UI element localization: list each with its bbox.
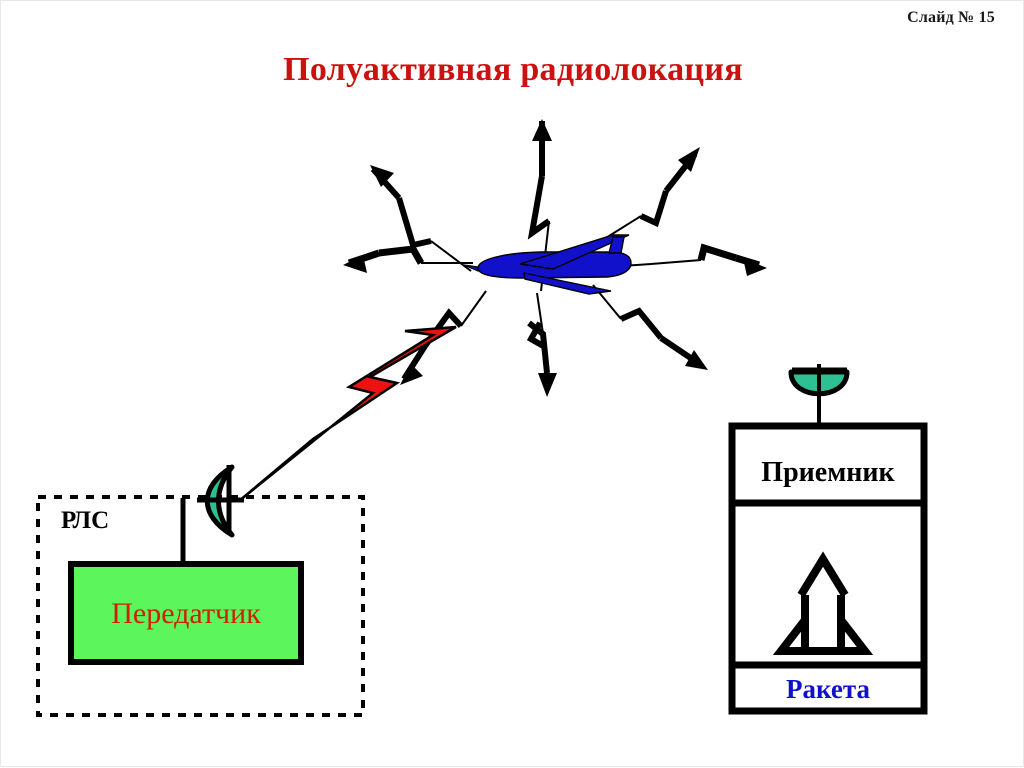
scattered-ray-arrow <box>600 147 700 242</box>
missile-unit-group: Приемник Ракета <box>728 364 928 715</box>
scattered-ray-arrow <box>370 165 472 272</box>
receiver-label: Приемник <box>761 457 895 488</box>
receiver-dish-antenna-icon <box>788 364 850 426</box>
transmitter-label: Передатчик <box>111 597 261 630</box>
scattered-ray-arrow <box>526 292 557 397</box>
scattered-ray-arrow <box>343 245 473 273</box>
lightning-bolt-beam-icon <box>238 325 457 502</box>
radar-station-group: РЛС Передатчик <box>36 495 365 717</box>
aircraft-jet-icon <box>463 234 632 295</box>
parabolic-dish-antenna-icon <box>197 464 244 538</box>
scattered-ray-arrow <box>400 290 487 385</box>
scattered-ray-arrow <box>620 243 767 276</box>
transmitter-box <box>68 561 304 665</box>
radar-station-label: РЛС <box>61 507 109 534</box>
radar-station-dashed-border <box>36 495 365 717</box>
page-title: Полуактивная радиолокация <box>283 51 743 88</box>
missile-icon <box>772 551 874 655</box>
slide-number-label: Слайд № 15 <box>907 9 995 26</box>
scattered-ray-arrow <box>592 284 708 370</box>
missile-label: Ракета <box>786 674 870 704</box>
